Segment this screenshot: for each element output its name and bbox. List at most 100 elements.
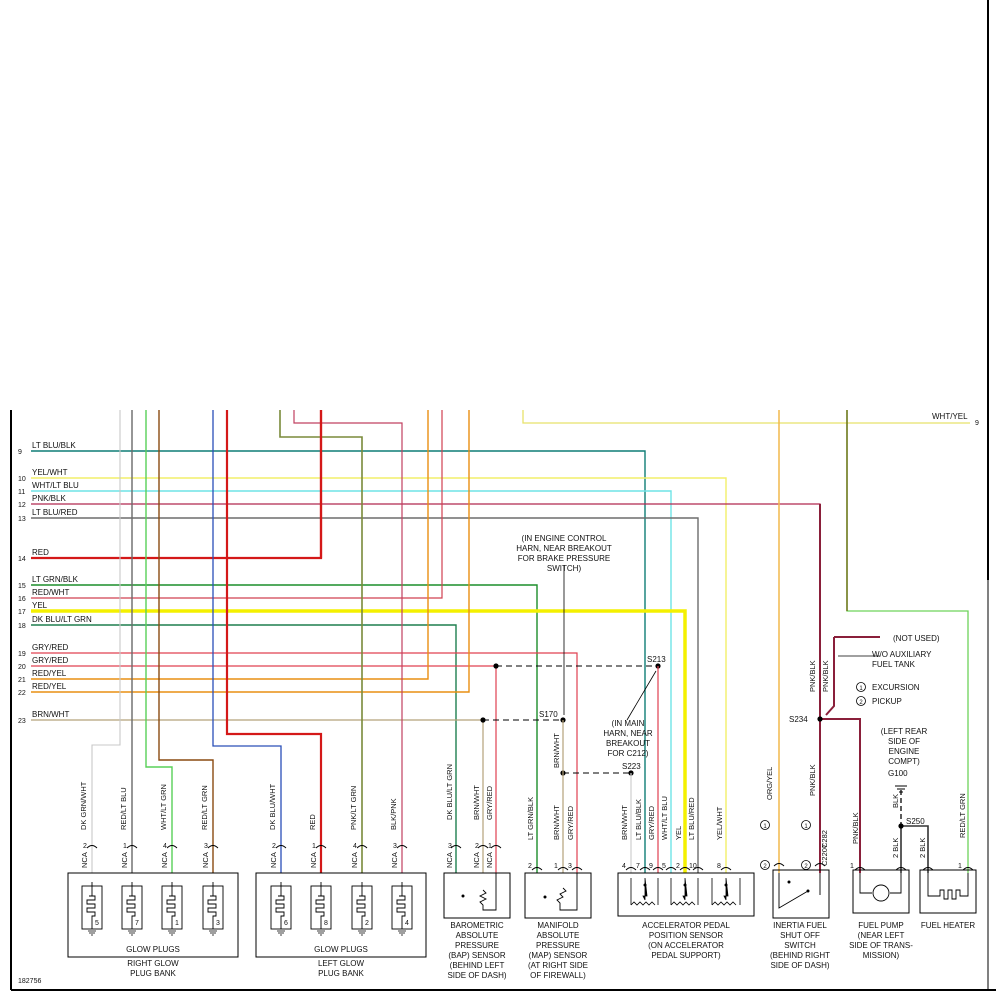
row-number: 10 xyxy=(18,476,26,483)
app-caption: POSITION SENSOR xyxy=(649,931,723,940)
row-number: 21 xyxy=(18,677,26,684)
components-layer xyxy=(67,820,977,958)
splice-s170-label: S170 xyxy=(539,710,558,719)
bap-caption: SIDE OF DASH) xyxy=(447,971,506,980)
ground-g100-icon xyxy=(895,785,907,793)
map-caption: (MAP) SENSOR xyxy=(529,951,588,960)
legend-2-icon xyxy=(856,696,866,706)
app-wiper-arrow-icon xyxy=(682,877,688,901)
left-glow-bank-connector-icon xyxy=(275,845,287,849)
fuel-heater-wire-label: RED/LT GRN xyxy=(958,793,967,838)
inertia-caption: SWITCH xyxy=(784,941,816,950)
pnk-blk-upper-label: PNK/BLK xyxy=(808,660,817,692)
app-wire-label: BRN/WHT xyxy=(620,805,629,840)
wire-15-lt-grn-blk xyxy=(31,584,538,873)
app-wire-label: GRY/RED xyxy=(647,805,656,840)
map-sensor-box xyxy=(524,872,592,919)
app-terminal-dot xyxy=(643,883,647,887)
left-glow-bank-pin: 2 xyxy=(272,843,276,850)
row-number: 18 xyxy=(18,623,26,630)
ground-icon xyxy=(277,930,285,936)
glow-plug-heater-icon xyxy=(315,882,325,929)
wire-10-yel-wht xyxy=(31,477,727,873)
map-caption: OF FIREWALL) xyxy=(530,971,586,980)
map-pin: 2 xyxy=(528,863,532,870)
app-connector-icon xyxy=(665,867,677,871)
right-wire-number: 9 xyxy=(975,420,979,427)
glow-plug-heater-icon xyxy=(356,882,366,929)
ground-icon xyxy=(128,930,136,936)
inertia-caption: INERTIA FUEL xyxy=(773,921,827,930)
left-glow-bank-connector-label: NCA xyxy=(309,852,318,868)
app-pin: 8 xyxy=(717,863,721,870)
splice-s223-label: S223 xyxy=(622,762,641,771)
bap-connector-icon xyxy=(450,845,462,849)
right-glow-bank-pin: 4 xyxy=(163,843,167,850)
row-wire-label: YEL/WHT xyxy=(32,468,68,477)
app-wire-label: LT BLU/BLK xyxy=(634,799,643,840)
map-connector-icon xyxy=(571,867,583,871)
legend-pickup: PICKUP xyxy=(872,697,902,706)
bap-sensor-box xyxy=(443,872,511,919)
left-glow-bank-wire-label: RED xyxy=(308,814,317,830)
splice-s234-dot xyxy=(817,716,823,722)
map-wire-label: LT GRN/BLK xyxy=(526,797,535,840)
bap-caption: PRESSURE xyxy=(455,941,499,950)
position-marker-icon xyxy=(760,820,770,830)
note-engine-control-harn: SWITCH) xyxy=(547,564,582,573)
row-wire-label: RED/WHT xyxy=(32,588,69,597)
wire-glow-blk-pnk xyxy=(293,410,403,873)
left-glow-bank-pin: 1 xyxy=(312,843,316,850)
left-glow-bank-box xyxy=(255,872,427,958)
app-connector-icon xyxy=(679,867,691,871)
left-glow-bank-cylinder-number: 4 xyxy=(405,920,409,927)
fuel-pump-caption: FUEL PUMP xyxy=(858,921,904,930)
heater-element-icon xyxy=(927,873,969,900)
row-wire-label: RED xyxy=(32,548,49,557)
right-glow-bank-cylinder-number: 3 xyxy=(216,920,220,927)
wire-9-wht-yel xyxy=(522,410,970,424)
fuel-pump-wire-label: PNK/BLK xyxy=(851,812,860,844)
map-top-wire-label: BRN/WHT xyxy=(552,733,561,768)
splice-s234-label: S234 xyxy=(789,715,808,724)
wire-blk-heater xyxy=(901,825,929,873)
row-wire-label: LT GRN/BLK xyxy=(32,575,79,584)
row-number: 19 xyxy=(18,651,26,658)
right-glow-bank-connector-icon xyxy=(166,845,178,849)
map-caption: (AT RIGHT SIDE xyxy=(528,961,588,970)
bap-caption: (BAP) SENSOR xyxy=(448,951,506,960)
glow-plug-heater-icon xyxy=(275,882,285,929)
wire-13-lt-blu-red xyxy=(31,517,699,873)
map-caption: MANIFOLD xyxy=(537,921,579,930)
left-glow-bank-wire-label: BLK/PNK xyxy=(389,798,398,830)
row-wire-label: LT BLU/RED xyxy=(32,508,78,517)
note-engine-control-harn: FOR BRAKE PRESSURE xyxy=(518,554,610,563)
note-not-used: (NOT USED) xyxy=(893,634,940,643)
app-track-resistor-icon xyxy=(670,878,699,906)
splice-s213-label: S213 xyxy=(647,655,666,664)
note-engine-control-harn: HARN, NEAR BREAKOUT xyxy=(516,544,612,553)
wire-glow-dk-grn-wht xyxy=(91,410,121,873)
position-marker-number: 1 xyxy=(763,824,767,830)
left-glow-bank-connector-label: NCA xyxy=(350,852,359,868)
wire-glow-wht-lt-grn xyxy=(145,410,173,873)
note-wo-aux: W/O AUXILIARY xyxy=(872,650,932,659)
right-glow-bank-cylinder-number: 1 xyxy=(175,920,179,927)
row-wire-label: PNK/BLK xyxy=(32,494,66,503)
app-connector-icon xyxy=(692,867,704,871)
inertia-terminal-dot xyxy=(787,880,791,884)
wire-pnk-blk-pump xyxy=(820,718,861,873)
note-main-harn: HARN, NEAR xyxy=(603,729,653,738)
app-caption: (ON ACCELERATOR xyxy=(648,941,724,950)
wire-19-gry-red xyxy=(31,652,578,873)
map-wire-label: GRY/RED xyxy=(566,805,575,840)
inertia-connector-icon xyxy=(814,863,826,867)
app-connector-icon xyxy=(652,867,664,871)
connector-c282-label: C282 xyxy=(820,830,829,848)
position-marker-number: 2 xyxy=(763,864,767,870)
splice-dot xyxy=(493,663,499,669)
motor-icon xyxy=(872,884,890,902)
bap-pin: 3 xyxy=(448,843,452,850)
note-main-harn: FOR C212) xyxy=(608,749,649,758)
position-marker-number: 1 xyxy=(804,824,808,830)
